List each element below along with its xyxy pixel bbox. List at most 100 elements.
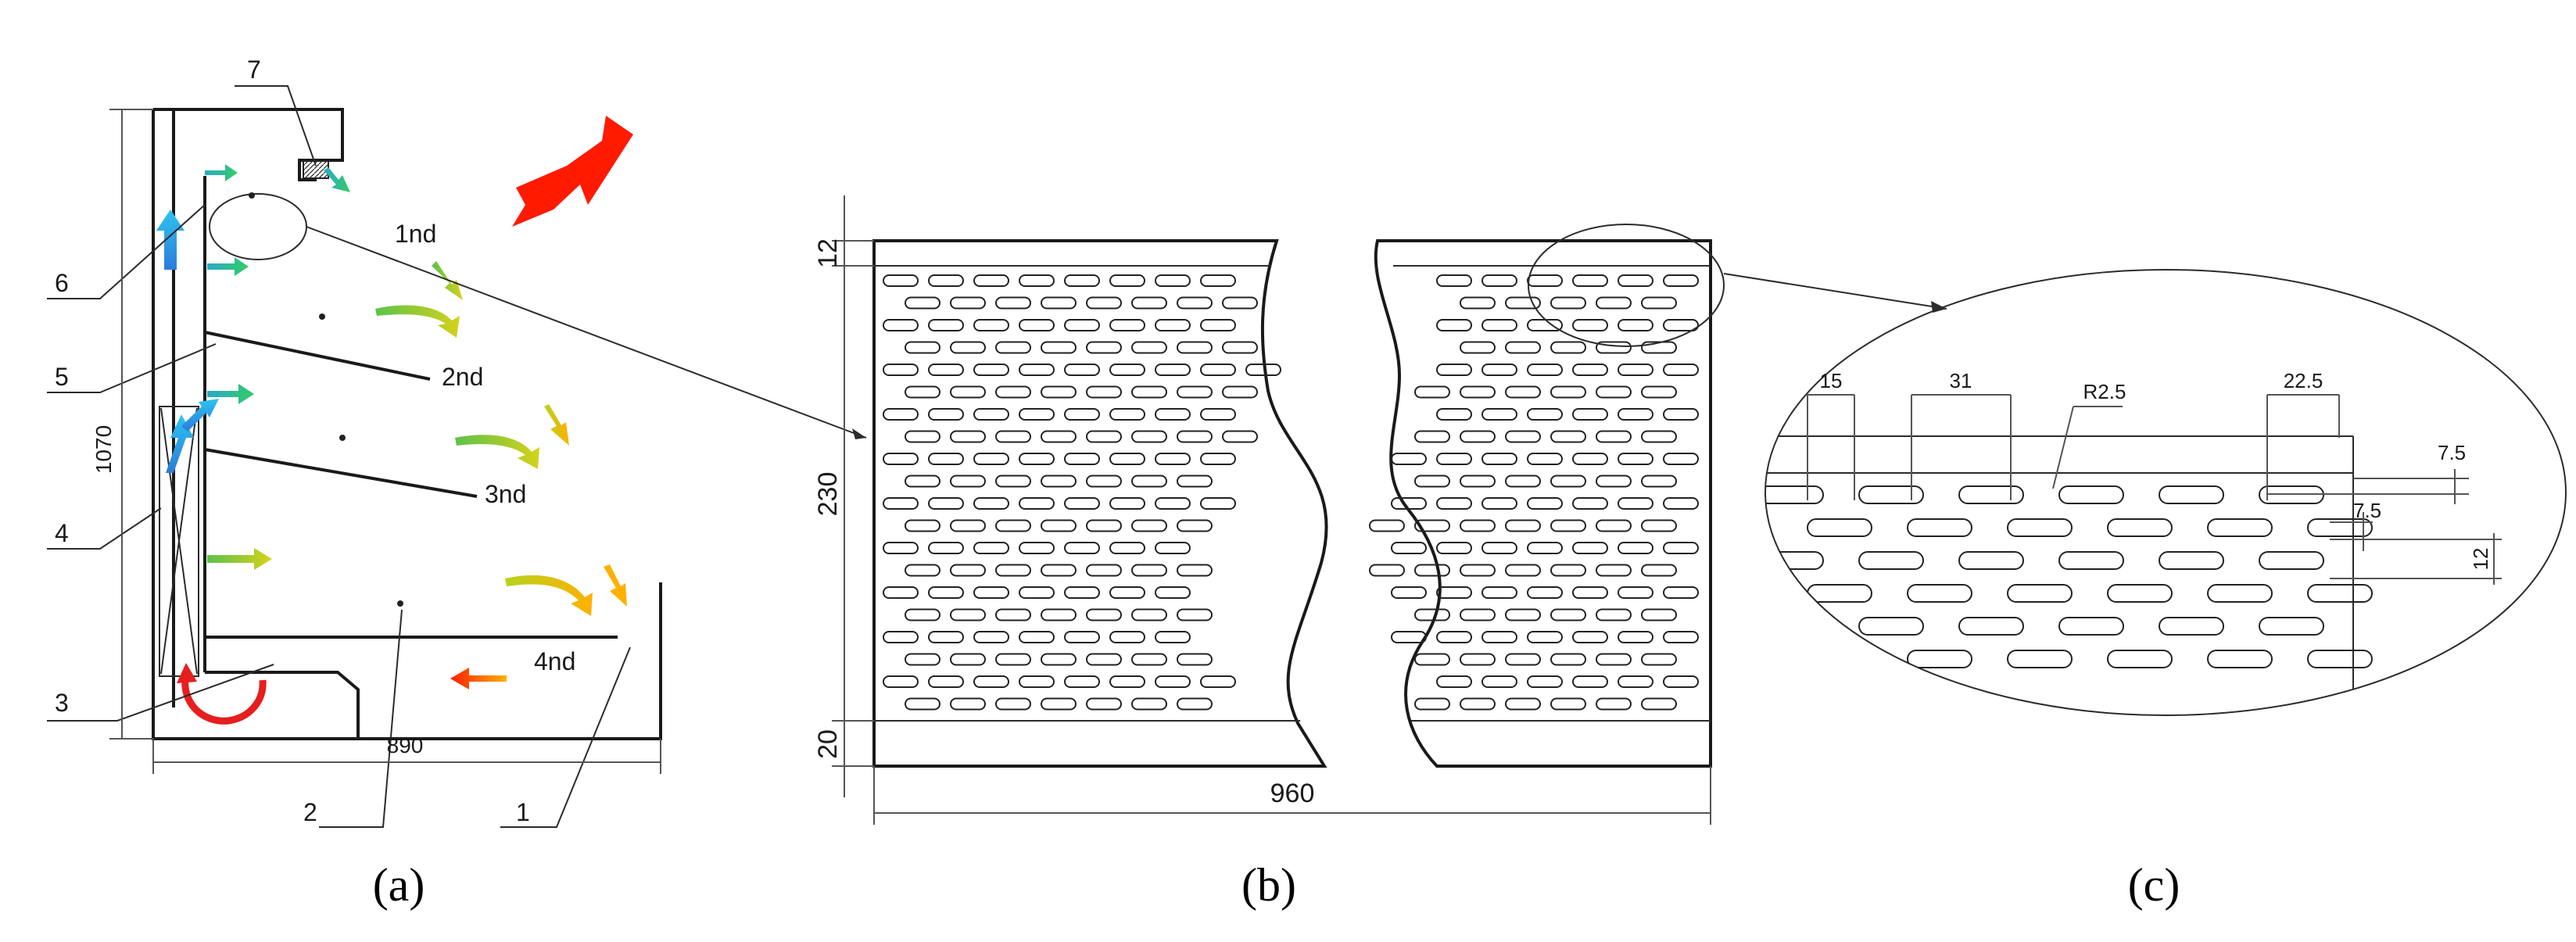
slot-hole bbox=[928, 586, 964, 599]
slot-hole bbox=[883, 274, 919, 287]
slot-hole bbox=[1019, 274, 1055, 287]
slot-hole bbox=[1109, 364, 1145, 376]
dim-31-label: 31 bbox=[1950, 369, 1972, 392]
slot-hole bbox=[1177, 296, 1213, 310]
slot-hole bbox=[1064, 274, 1100, 287]
slot-hole bbox=[1200, 497, 1236, 510]
slot-hole bbox=[1222, 341, 1258, 354]
slot-hole bbox=[1572, 586, 1608, 599]
slot-hole bbox=[1414, 564, 1450, 577]
slot-hole bbox=[1131, 475, 1167, 488]
slot-hole bbox=[1596, 475, 1632, 488]
slot-hole bbox=[1527, 274, 1563, 287]
radius-label: R2.5 bbox=[2083, 380, 2126, 403]
slot-hole bbox=[995, 608, 1031, 621]
slot-hole bbox=[928, 319, 964, 331]
slot-hole bbox=[1155, 319, 1191, 331]
slot-hole bbox=[950, 385, 986, 399]
probe-dot bbox=[249, 192, 255, 199]
slot-hole bbox=[1019, 542, 1055, 554]
slot-hole bbox=[1019, 453, 1055, 465]
width-dim-label: 960 bbox=[1270, 779, 1315, 808]
slot-hole bbox=[973, 364, 1009, 376]
slot-hole bbox=[995, 385, 1031, 399]
slot-hole bbox=[905, 653, 940, 666]
slot-hole bbox=[928, 497, 964, 510]
slot-hole bbox=[1765, 485, 1824, 504]
slot-hole bbox=[950, 296, 986, 310]
slot-hole bbox=[973, 586, 1009, 599]
slot-hole bbox=[1641, 653, 1677, 666]
slot-hole bbox=[1550, 564, 1586, 577]
slot-hole bbox=[928, 453, 964, 465]
zoom-leader-c bbox=[1723, 273, 1947, 310]
slot-hole bbox=[1765, 617, 1824, 636]
slot-hole bbox=[1019, 319, 1055, 331]
slot-hole bbox=[1041, 296, 1077, 310]
slot-hole bbox=[2159, 551, 2224, 570]
slot-hole bbox=[1481, 542, 1517, 554]
slot-hole bbox=[1109, 586, 1145, 599]
base-duct bbox=[205, 671, 360, 739]
slot-hole bbox=[1414, 608, 1450, 621]
slot-hole bbox=[1414, 385, 1450, 399]
slot-hole bbox=[1572, 319, 1608, 331]
slot-hole bbox=[1155, 274, 1191, 287]
slot-hole bbox=[1177, 653, 1213, 666]
slot-hole bbox=[1907, 650, 1972, 668]
slot-hole bbox=[1041, 653, 1077, 666]
slot-hole bbox=[1200, 453, 1236, 465]
flow-arrow-icon bbox=[207, 548, 272, 570]
slot-hole bbox=[995, 296, 1031, 310]
slot-hole bbox=[1109, 408, 1145, 421]
slot-hole bbox=[1245, 364, 1281, 376]
slot-hole bbox=[1019, 631, 1055, 643]
recirculation-arrowhead-icon bbox=[177, 663, 197, 683]
slot-hole bbox=[1765, 551, 1824, 570]
slot-hole bbox=[2107, 584, 2173, 603]
caption-a: (a) bbox=[373, 859, 425, 911]
slot-hole bbox=[883, 631, 919, 643]
slot-hole bbox=[1958, 485, 2024, 504]
slot-hole bbox=[1019, 586, 1055, 599]
leader-6 bbox=[47, 204, 206, 299]
callout-4: 4 bbox=[55, 519, 69, 547]
slot-hole bbox=[1436, 631, 1472, 643]
radius-leader bbox=[2052, 406, 2074, 489]
flow-arrow-icon bbox=[544, 404, 569, 446]
shelf-2 bbox=[204, 331, 431, 381]
slot-hole bbox=[973, 319, 1009, 331]
plate-right-piece bbox=[1374, 239, 1712, 768]
slot-hole bbox=[1391, 542, 1427, 554]
slot-hole bbox=[2107, 650, 2173, 668]
slot-hole bbox=[1041, 697, 1077, 711]
flow-arrow-icon bbox=[324, 167, 350, 192]
slot-hole bbox=[1041, 341, 1077, 354]
slot-hole bbox=[1041, 430, 1077, 443]
slot-hole bbox=[928, 408, 964, 421]
slot-hole bbox=[973, 497, 1009, 510]
slot-hole bbox=[1131, 341, 1167, 354]
callout-leaders bbox=[47, 85, 867, 828]
slot-hole bbox=[1618, 497, 1653, 510]
slot-hole bbox=[1414, 519, 1450, 532]
slot-hole bbox=[1436, 274, 1472, 287]
slot-hole bbox=[2007, 584, 2073, 603]
slot-hole bbox=[1109, 453, 1145, 465]
slot-hole bbox=[883, 497, 919, 510]
slot-hole bbox=[1807, 518, 1872, 537]
slot-hole bbox=[1641, 697, 1677, 711]
slot-hole bbox=[1177, 608, 1213, 621]
slot-hole bbox=[950, 653, 986, 666]
slot-hole bbox=[1663, 364, 1699, 376]
slot-hole bbox=[1663, 586, 1699, 599]
slot-hole bbox=[1618, 319, 1653, 331]
slot-hole bbox=[1436, 586, 1472, 599]
slot-hole bbox=[1064, 631, 1100, 643]
callout-3: 3 bbox=[55, 689, 69, 717]
callout-6: 6 bbox=[55, 269, 69, 297]
slot-hole bbox=[1155, 542, 1191, 554]
slot-hole bbox=[1505, 519, 1541, 532]
zoom-leader-arrowhead bbox=[852, 428, 866, 439]
slot-hole bbox=[995, 653, 1031, 666]
